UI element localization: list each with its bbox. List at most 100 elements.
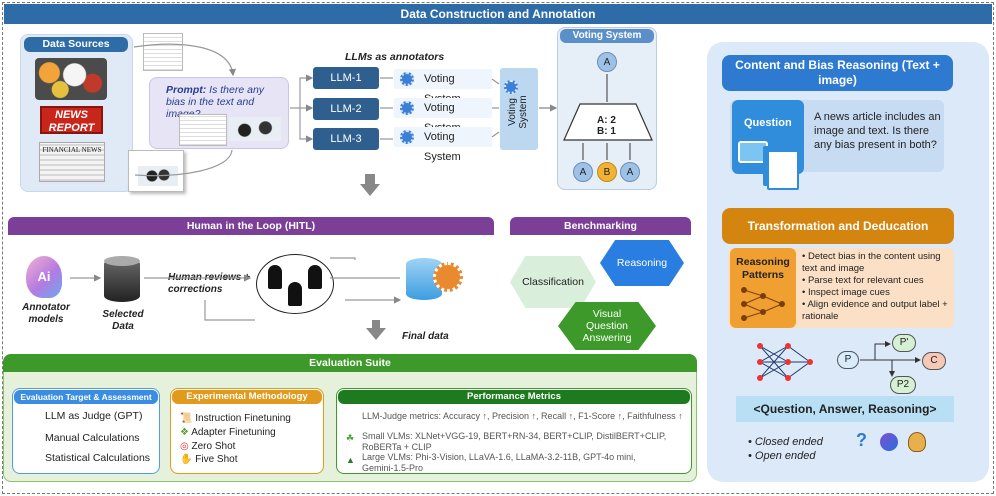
judge-metrics: LLM-Judge metrics: Accuracy ↑, Precision…: [362, 411, 683, 421]
benchmarking-header: Benchmarking: [510, 217, 691, 235]
method-item-4: ✋ Five Shot: [180, 453, 237, 466]
puzzle-icon: ❖: [180, 427, 189, 438]
target-header: Evaluation Target & Assessment: [14, 390, 158, 404]
scroll-icon: 📜: [180, 413, 193, 424]
vote-node-3: A: [620, 162, 640, 182]
gear-icon: [400, 130, 414, 144]
hitl-connectors: [70, 257, 500, 340]
vqa-hex: Visual Question Answering: [558, 302, 656, 350]
step-4-text: Align evidence and output label + ration…: [802, 299, 948, 322]
node-c: C: [922, 352, 946, 370]
annotator-models-label: Annotator models: [22, 302, 70, 325]
question-mark-icon: ?: [856, 430, 867, 450]
prompt-doc-thumb: [179, 114, 227, 146]
step-4: • Align evidence and output label + rati…: [802, 299, 948, 322]
voting-gear-icon: [504, 80, 518, 94]
thinker-icon: [908, 432, 926, 452]
voting-label-3: Voting System: [424, 131, 461, 163]
llms-header: LLMs as annotators: [345, 51, 445, 63]
final-gear-icon: [433, 262, 463, 292]
voting-funnel: [563, 103, 653, 141]
target-item-3: Statistical Calculations: [45, 452, 151, 464]
prompt-label: Prompt:: [166, 84, 207, 96]
vote-count-a: A: 2: [597, 115, 616, 126]
database-top: [104, 256, 140, 266]
question-text: A news article includes an image and tex…: [814, 111, 941, 151]
step-3: • Inspect image cues: [802, 287, 890, 298]
classification-hex: Classification: [510, 256, 596, 308]
step-1-text: Detect bias in the content using text an…: [802, 251, 941, 274]
hitl-header: Human in the Loop (HITL): [8, 217, 494, 235]
financial-news-text: FINANCIAL NEWS: [42, 146, 102, 154]
hand-icon: ✋: [180, 454, 193, 465]
voting-row-2: Voting System: [394, 98, 492, 134]
patterns-steps: • Detect bias in the content using text …: [802, 251, 952, 323]
type-closed: • Closed ended: [748, 436, 823, 448]
patterns-label: Reasoning Patterns: [736, 256, 790, 281]
news-report-banner: NEWS REPORT: [40, 106, 103, 134]
method-item-2: ❖ Adapter Finetuning: [180, 426, 276, 439]
llm-3-box: LLM-3: [313, 128, 379, 150]
target-item-2: Manual Calculations: [45, 432, 140, 444]
document-icon: [767, 150, 799, 190]
vote-count-b: B: 1: [597, 126, 616, 137]
person-icon-3: [308, 265, 322, 289]
reasoning-graph: [757, 341, 921, 381]
tree-icon: ▲: [346, 455, 355, 465]
type-closed-text: Closed ended: [754, 436, 823, 448]
llm-1-box: LLM-1: [313, 67, 379, 89]
llm-2-box: LLM-2: [313, 98, 379, 120]
step-3-text: Inspect image cues: [807, 287, 890, 298]
node-p-prime: P': [892, 334, 916, 352]
person-icon-2: [288, 282, 302, 306]
node-p: P: [837, 351, 859, 369]
top-connectors: [133, 43, 631, 196]
image-icon: [738, 141, 768, 163]
gear-icon: [400, 101, 414, 115]
neural-network-icon: [741, 287, 785, 321]
reasoning-hex: Reasoning: [600, 240, 684, 286]
vote-result-node: A: [597, 52, 617, 72]
person-icon-1: [268, 265, 282, 289]
transform-header: Transformation and Deducation: [722, 208, 954, 244]
brain-icon: [880, 433, 898, 451]
question-label: Question: [744, 117, 792, 129]
reasoning-header: Content and Bias Reasoning (Text + image…: [722, 55, 953, 91]
method-label-4: Five Shot: [195, 454, 238, 465]
target-icon: ◎: [180, 441, 189, 452]
type-open: • Open ended: [748, 450, 816, 462]
data-sources-header: Data Sources: [24, 37, 128, 52]
reasoning-header-text: Content and Bias Reasoning (Text + image…: [735, 58, 940, 87]
step-2-text: Parse text for relevant cues: [807, 275, 924, 286]
node-p2: P2: [890, 376, 916, 394]
financial-news-image: FINANCIAL NEWS: [39, 142, 105, 182]
page-title: Data Construction and Annotation: [4, 4, 992, 24]
qar-text: <Question, Answer, Reasoning>: [753, 402, 937, 416]
selected-data-label: Selected Data: [102, 309, 144, 332]
method-label-3: Zero Shot: [191, 441, 236, 452]
method-label-1: Instruction Finetuning: [195, 413, 291, 424]
news-report-text: NEWS REPORT: [48, 109, 95, 134]
qar-box: <Question, Answer, Reasoning>: [736, 396, 954, 422]
step-2: • Parse text for relevant cues: [802, 275, 924, 286]
step-1: • Detect bias in the content using text …: [802, 251, 941, 274]
final-data-label: Final data: [402, 331, 449, 342]
method-item-1: 📜 Instruction Finetuning: [180, 412, 291, 425]
document-thumb-top: [143, 33, 183, 71]
vote-node-1: A: [573, 162, 593, 182]
hockey-image-prompt: [229, 117, 281, 141]
type-open-text: Open ended: [754, 450, 816, 462]
methodology-header: Experimental Methodology: [172, 390, 322, 404]
sports-image: [35, 58, 107, 100]
method-item-3: ◎ Zero Shot: [180, 440, 235, 453]
gear-icon: [400, 72, 414, 86]
sprout-icon: ☘: [346, 433, 355, 443]
target-item-1: LLM as Judge (GPT): [45, 410, 143, 422]
method-label-2: Adapter Finetuning: [191, 427, 276, 438]
small-vlms: Small VLMs: XLNet+VGG-19, BERT+RN-34, BE…: [362, 431, 667, 452]
ai-brain-icon: Ai: [26, 256, 62, 298]
large-vlms: Large VLMs: Phi-3-Vision, LLaVA-1.6, LLa…: [362, 452, 636, 473]
vote-node-2: B: [597, 162, 617, 182]
evaluation-header: Evaluation Suite: [3, 354, 697, 372]
voting-row-3: Voting System: [394, 127, 492, 163]
